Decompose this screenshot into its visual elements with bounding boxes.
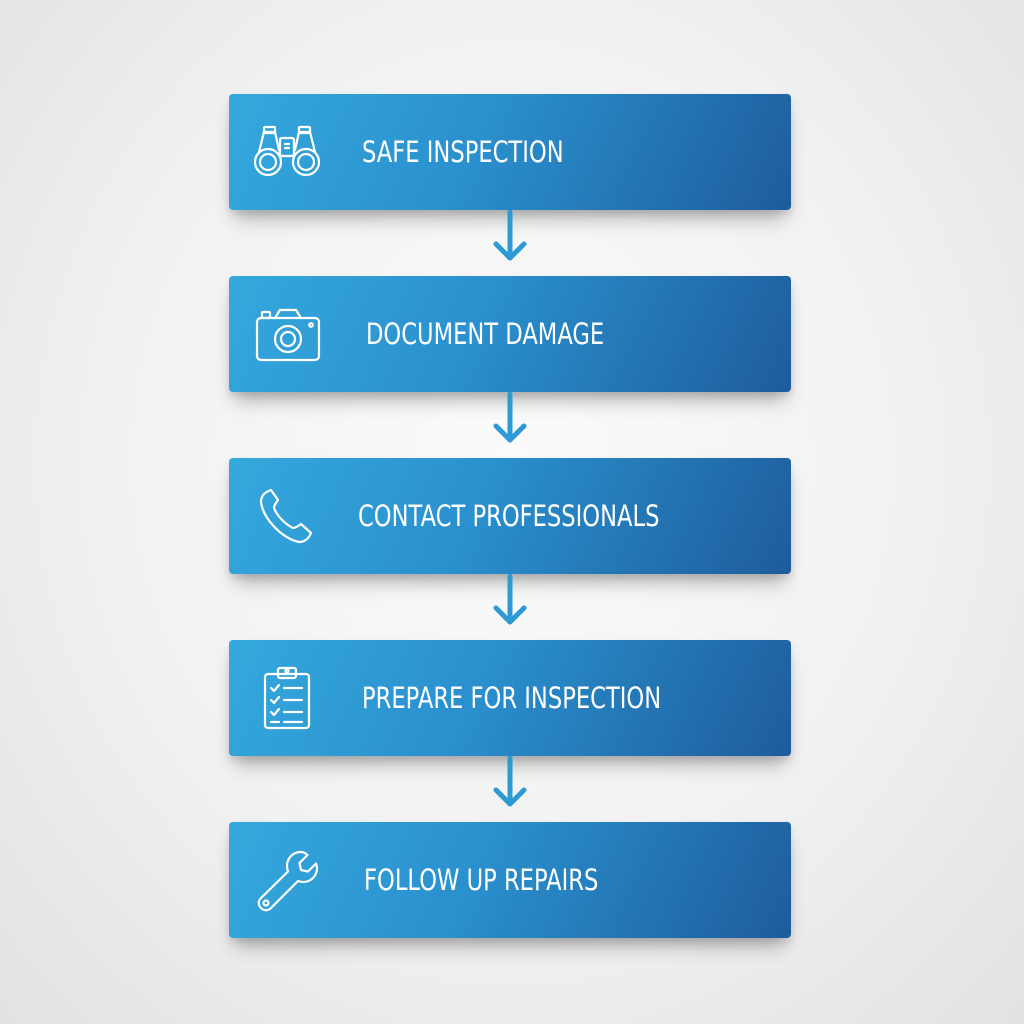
step-safe-inspection: SAFE INSPECTION [229,94,791,210]
step-document-damage: DOCUMENT DAMAGE [229,276,791,392]
binoculars-icon [251,118,323,186]
step-contact-professionals: CONTACT PROFESSIONALS [229,458,791,574]
wrench-icon [251,846,323,914]
step-label: CONTACT PROFESSIONALS [358,499,660,533]
flow-arrow [229,210,791,276]
camera-icon [251,300,323,368]
step-follow-up-repairs: FOLLOW UP REPAIRS [229,822,791,938]
step-label: SAFE INSPECTION [362,135,564,169]
process-flowchart: SAFE INSPECTION DOCUMENT DAMAGE [229,94,791,938]
step-label: DOCUMENT DAMAGE [366,317,605,351]
step-label: PREPARE FOR INSPECTION [362,681,662,715]
flow-arrow [229,574,791,640]
flow-arrow [229,756,791,822]
step-label: FOLLOW UP REPAIRS [364,863,599,897]
flow-arrow [229,392,791,458]
clipboard-checklist-icon [251,664,323,732]
phone-icon [251,482,323,550]
step-prepare-for-inspection: PREPARE FOR INSPECTION [229,640,791,756]
